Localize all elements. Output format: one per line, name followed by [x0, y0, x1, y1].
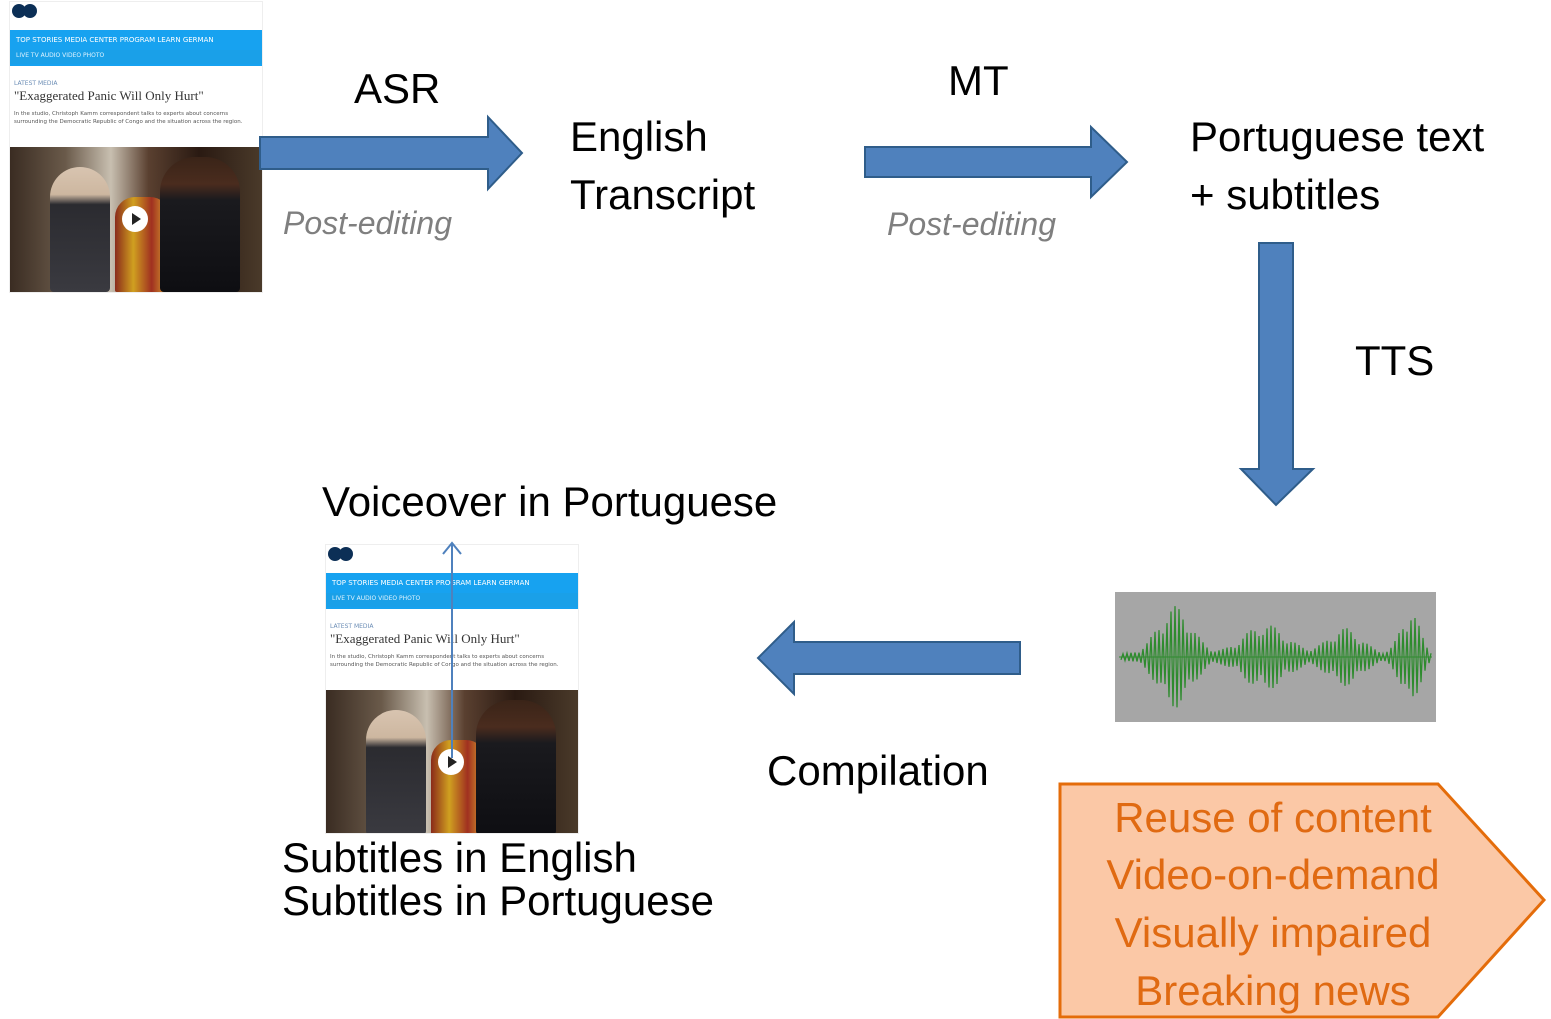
post-editing-label-2: Post-editing: [887, 206, 1056, 242]
dw-logo: [328, 547, 358, 565]
subtitles-label: Subtitles in English Subtitles in Portug…: [282, 836, 714, 922]
thumb-subnav-text: LIVE TV AUDIO VIDEO PHOTO: [16, 52, 105, 59]
thumb-subnav-bar: LIVE TV AUDIO VIDEO PHOTO: [10, 50, 262, 64]
post-editing-label-1: Post-editing: [283, 205, 452, 241]
waveform-line: [1120, 606, 1432, 708]
thumb-kicker: LATEST MEDIA: [330, 623, 374, 630]
compilation-arrow: [756, 619, 1021, 697]
thumb-body: In the studio, Christoph Kamm correspond…: [330, 654, 559, 668]
portuguese-text-label: Portuguese text + subtitles: [1190, 108, 1484, 224]
voiceover-label: Voiceover in Portuguese: [322, 478, 778, 525]
mt-arrow-shape: [864, 124, 1129, 200]
portuguese-text-line-2: + subtitles: [1190, 171, 1381, 218]
mt-label: MT: [948, 57, 1009, 104]
use-case-1: Reuse of content: [1114, 794, 1432, 841]
dw-logo: [12, 4, 42, 22]
waveform-graphic: [1119, 606, 1432, 708]
use-cases-callout-shape: [1058, 782, 1547, 1019]
thumb-nav-text: TOP STORIES MEDIA CENTER PROGRAM LEARN G…: [16, 36, 214, 44]
use-case-4: Breaking news: [1135, 967, 1411, 1014]
english-transcript-line-2: Transcript: [570, 171, 756, 218]
thumb-photo: [326, 690, 578, 833]
play-icon: [122, 206, 148, 232]
thumb-body: In the studio, Christoph Kamm correspond…: [14, 111, 243, 125]
thumb-headline: "Exaggerated Panic Will Only Hurt": [330, 631, 520, 646]
thumb-subnav-text: LIVE TV AUDIO VIDEO PHOTO: [332, 595, 421, 602]
asr-arrow: [259, 114, 524, 192]
use-case-3: Visually impaired: [1114, 909, 1432, 956]
mt-arrow: [864, 124, 1129, 200]
english-transcript-label: English Transcript: [570, 108, 755, 224]
thumb-headline: "Exaggerated Panic Will Only Hurt": [14, 88, 204, 103]
asr-label: ASR: [354, 65, 441, 112]
subtitles-line-1: Subtitles in English: [282, 834, 637, 881]
tts-label: TTS: [1355, 337, 1435, 384]
tts-arrow-shape: [1238, 242, 1316, 507]
source-video-thumbnail: TOP STORIES MEDIA CENTER PROGRAM LEARN G…: [10, 2, 262, 292]
use-case-2: Video-on-demand: [1106, 851, 1440, 898]
asr-arrow-shape: [259, 114, 524, 192]
compilation-label: Compilation: [767, 747, 989, 794]
tts-arrow: [1238, 242, 1316, 507]
portuguese-text-line-1: Portuguese text: [1190, 113, 1485, 160]
thumb-nav-text: TOP STORIES MEDIA CENTER PROGRAM LEARN G…: [332, 579, 530, 587]
compilation-arrow-shape: [756, 619, 1021, 697]
thumb-kicker: LATEST MEDIA: [14, 80, 58, 87]
thumb-photo: [10, 147, 262, 292]
audio-waveform: [1115, 592, 1436, 722]
english-transcript-line-1: English: [570, 113, 708, 160]
subtitles-line-2: Subtitles in Portuguese: [282, 877, 714, 924]
voiceover-arrow: [442, 541, 462, 758]
voiceover-arrow-head: [442, 541, 462, 555]
